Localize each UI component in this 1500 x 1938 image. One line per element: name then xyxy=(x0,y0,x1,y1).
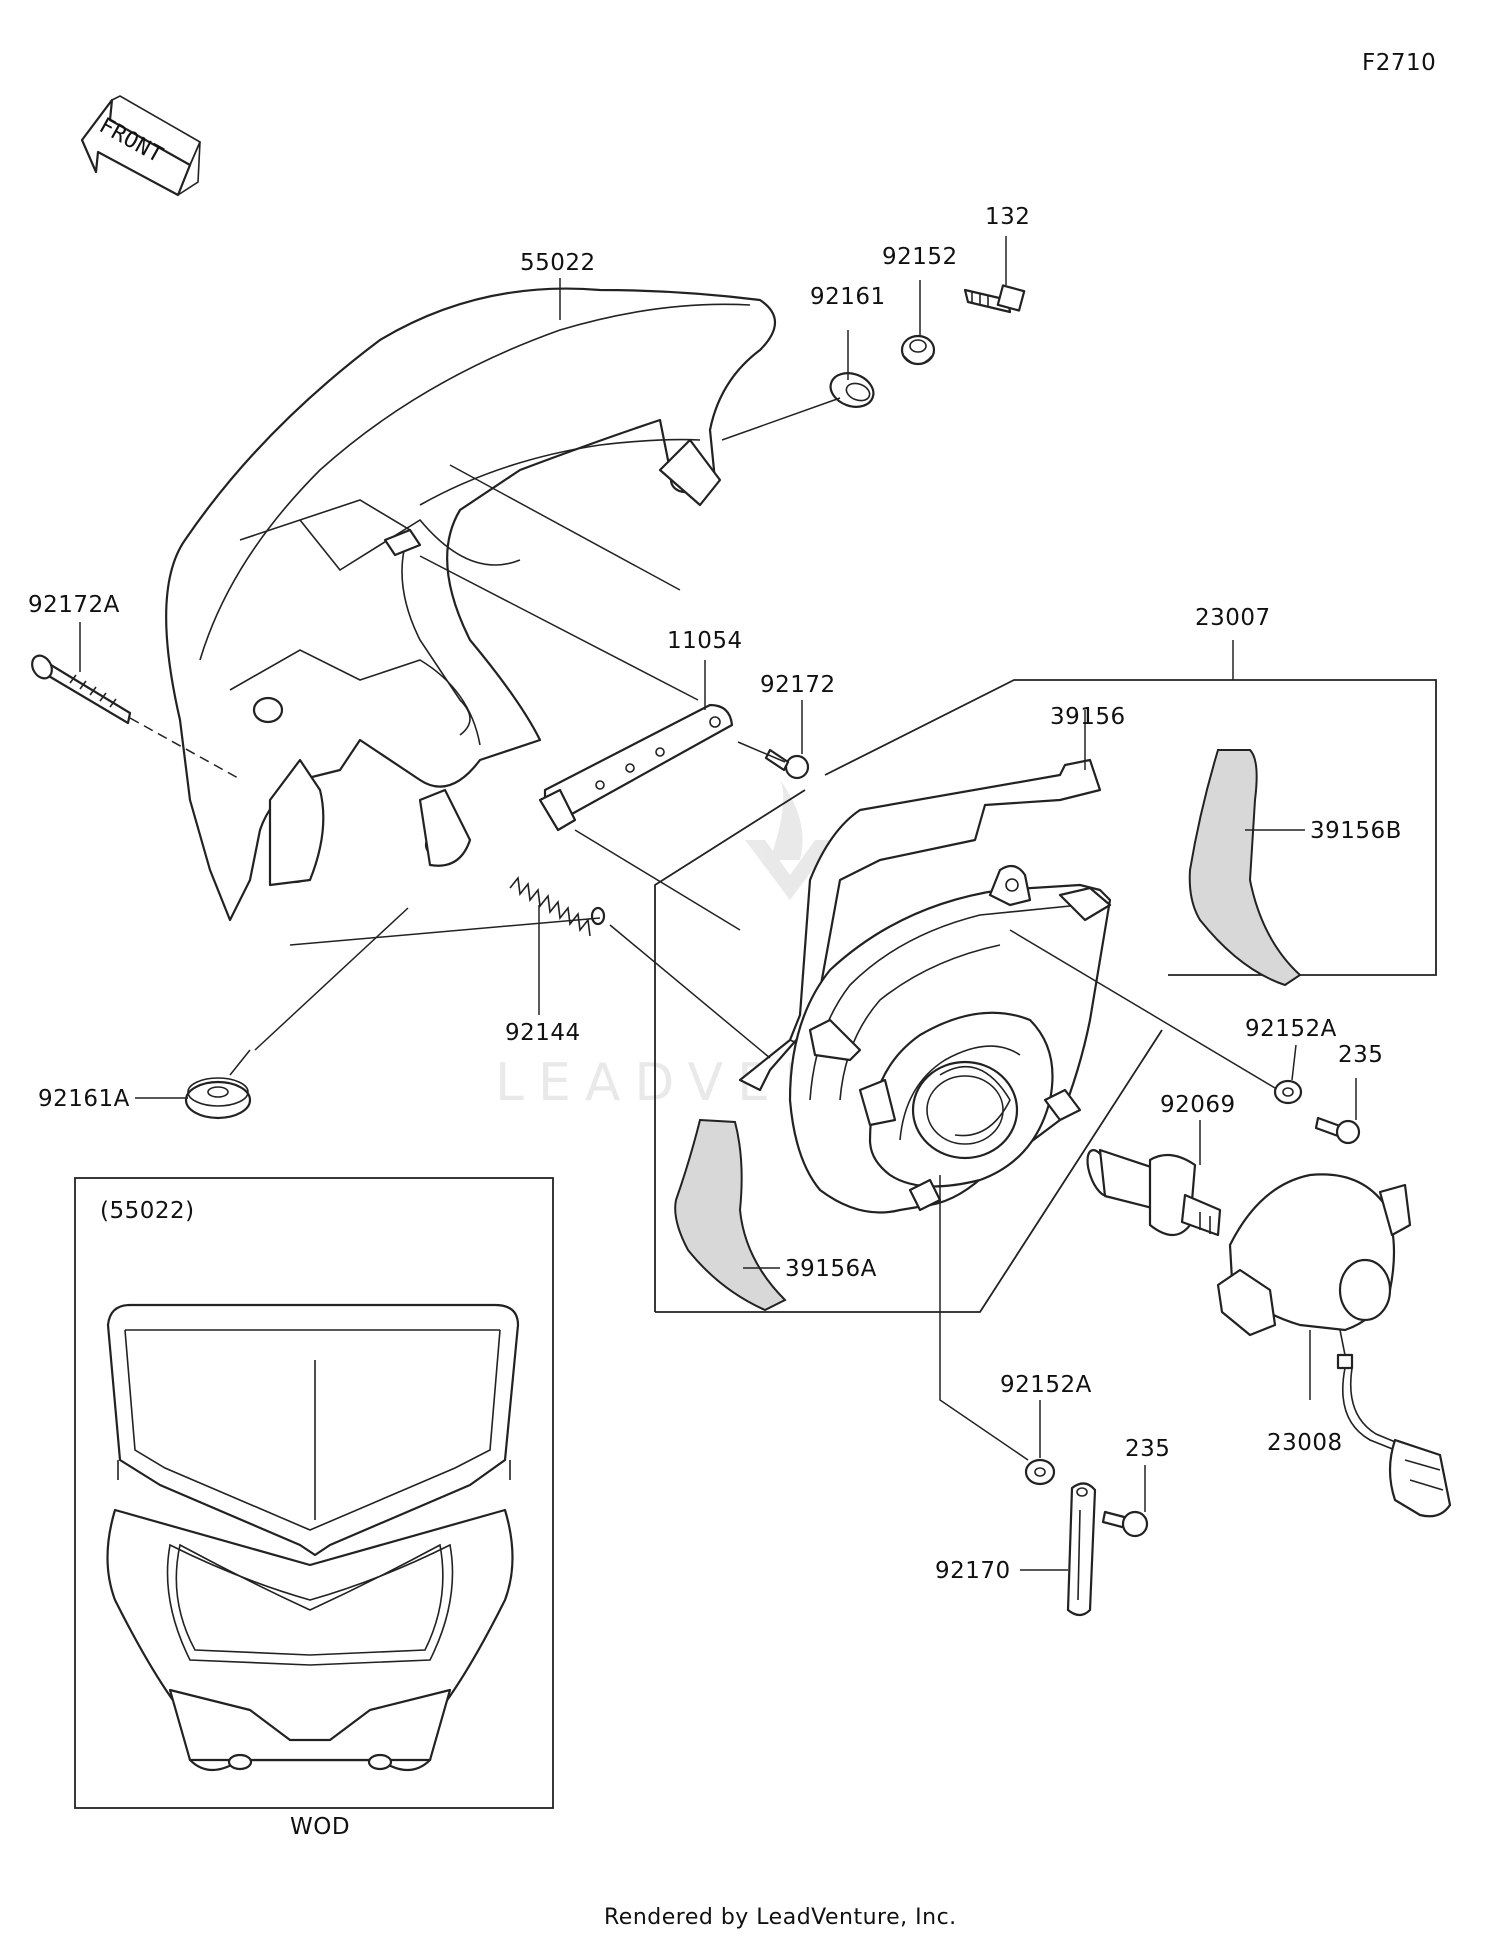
inset-caption: WOD xyxy=(290,1814,350,1840)
bolt-132 xyxy=(963,284,1026,314)
screw-235-lower xyxy=(1101,1510,1149,1538)
callout-92161A: 92161A xyxy=(38,1086,130,1112)
callout-92152: 92152 xyxy=(882,244,958,270)
callout-23007: 23007 xyxy=(1195,605,1271,631)
headlight-housing xyxy=(788,864,1112,1214)
washer-92152A-upper xyxy=(1273,1079,1303,1105)
callout-92144: 92144 xyxy=(505,1020,581,1046)
callout-235-upper: 235 xyxy=(1338,1042,1383,1068)
callout-39156: 39156 xyxy=(1050,704,1126,730)
spring-92144 xyxy=(509,876,606,937)
front-arrow-icon: FRONT xyxy=(80,95,202,197)
callout-23008: 23008 xyxy=(1267,1430,1343,1456)
callout-11054: 11054 xyxy=(667,628,743,654)
callout-39156B: 39156B xyxy=(1310,818,1402,844)
assembly-box-23007 xyxy=(654,679,1437,1313)
bracket-11054 xyxy=(538,703,734,832)
callout-132: 132 xyxy=(985,204,1030,230)
headlight-cover-55022 xyxy=(165,287,776,922)
callout-92069: 92069 xyxy=(1160,1092,1236,1118)
callout-92152A-lower: 92152A xyxy=(1000,1372,1092,1398)
callout-92170: 92170 xyxy=(935,1558,1011,1584)
callout-55022: 55022 xyxy=(520,250,596,276)
bulb-cover-23008 xyxy=(1216,1173,1452,1518)
callout-labels: 55022 92161 92152 132 92172A 11054 92172… xyxy=(28,204,1402,1584)
inset-wod-variant: (55022) WOD xyxy=(74,1177,554,1840)
callout-92161: 92161 xyxy=(810,284,886,310)
washer-92152A-lower xyxy=(1024,1458,1056,1486)
callout-235-lower: 235 xyxy=(1125,1436,1170,1462)
grommet-92161A xyxy=(184,1077,252,1120)
grommet-92161 xyxy=(829,372,875,408)
bolt-92172A xyxy=(31,654,132,725)
leader-lines xyxy=(79,236,1357,1571)
callout-92152A-upper: 92152A xyxy=(1245,1016,1337,1042)
callout-92172: 92172 xyxy=(760,672,836,698)
band-92170 xyxy=(1066,1482,1097,1617)
callout-92172A: 92172A xyxy=(28,592,120,618)
footer-credit: Rendered by LeadVenture, Inc. xyxy=(604,1905,957,1930)
bulb-92069 xyxy=(1086,1148,1222,1237)
side-panel-39156A xyxy=(674,1118,787,1312)
collar-92152 xyxy=(900,334,936,366)
screw-92172 xyxy=(764,748,810,780)
side-panel-39156B xyxy=(1188,749,1302,987)
figure-code: F2710 xyxy=(1362,50,1436,76)
screw-235-upper xyxy=(1314,1116,1361,1145)
inset-label: (55022) xyxy=(100,1198,195,1224)
callout-39156A: 39156A xyxy=(785,1256,877,1282)
